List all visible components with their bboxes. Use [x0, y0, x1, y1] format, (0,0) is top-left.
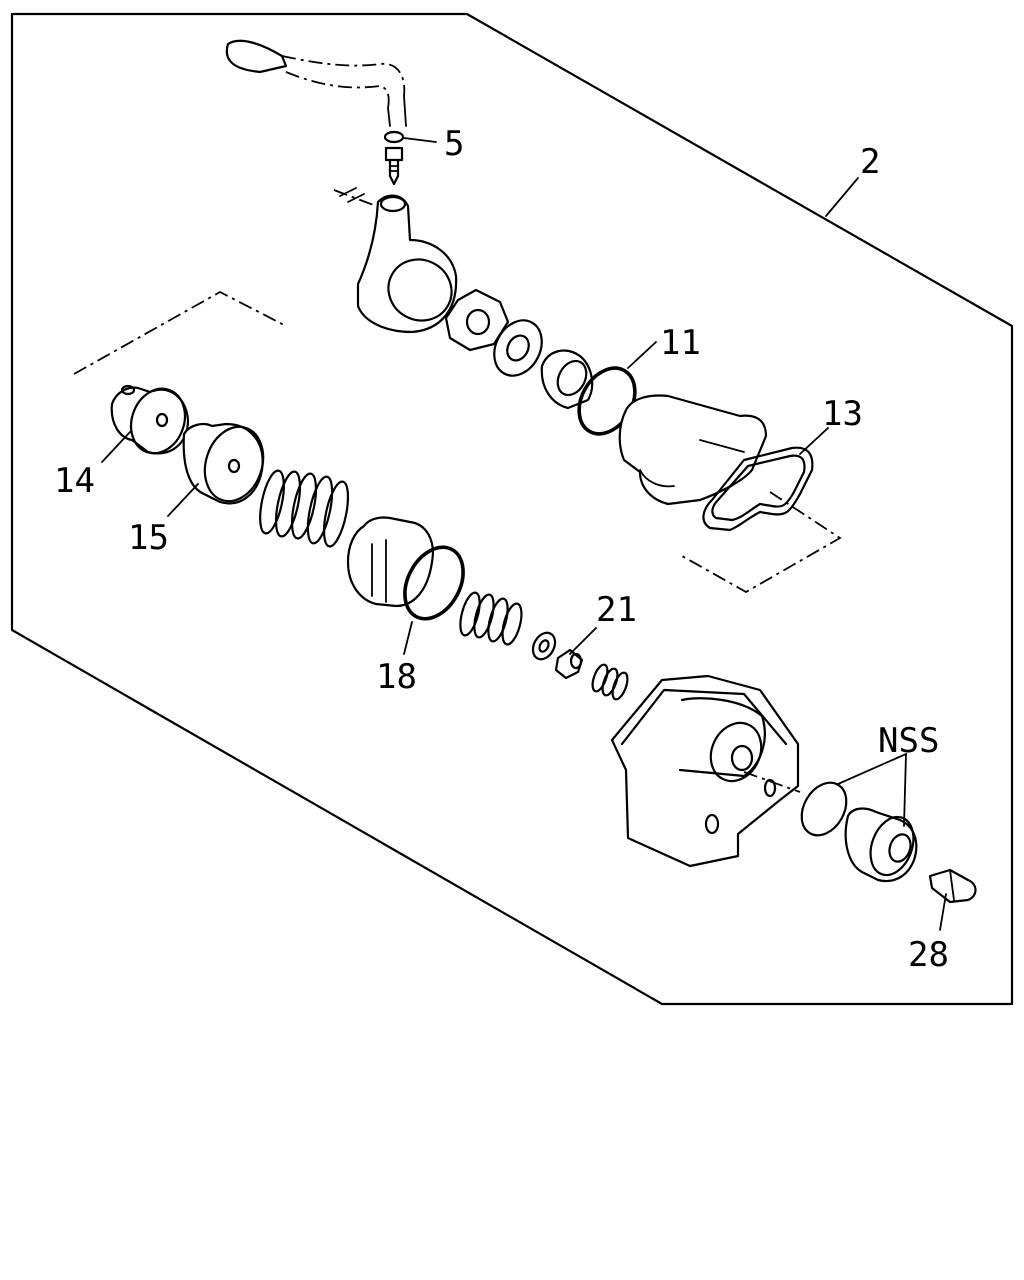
callout-15: 15	[128, 518, 169, 558]
large-spring	[259, 469, 350, 548]
inner-spring	[591, 663, 629, 701]
small-spring	[459, 591, 523, 646]
leader-21	[569, 627, 597, 655]
callout-13: 13	[822, 394, 863, 434]
leader-5	[403, 137, 437, 143]
callout-28: 28	[908, 935, 949, 975]
callout-18: 18	[376, 657, 417, 697]
flat-washer	[493, 319, 543, 377]
nss-plug	[844, 807, 918, 883]
callout-14: 14	[54, 461, 95, 501]
castle-nut	[444, 288, 510, 352]
part-28-cap	[928, 868, 977, 904]
valve-body	[610, 674, 801, 868]
callout-11: 11	[660, 323, 701, 363]
part-15-piston	[182, 422, 265, 505]
valve-sleeve	[346, 516, 434, 608]
callout-line-top-left	[73, 290, 287, 375]
leader-15	[167, 483, 199, 517]
small-washer	[531, 631, 557, 661]
part-5-washer	[383, 130, 405, 144]
lever-bolt	[384, 146, 404, 186]
callout-2: 2	[860, 142, 880, 182]
part-14-piston	[110, 384, 190, 455]
assembly-boundary	[10, 12, 1014, 1006]
leader-11	[627, 341, 657, 369]
part-21-pin	[554, 648, 584, 680]
callout-21: 21	[596, 590, 637, 630]
callout-5: 5	[444, 124, 464, 164]
leader-14	[101, 431, 131, 463]
part-13-gasket	[702, 446, 814, 532]
leader-13	[799, 427, 829, 455]
leader-18	[403, 621, 413, 655]
lever-housing	[333, 187, 458, 334]
part-18-o-ring	[403, 545, 465, 621]
leader-2	[825, 177, 859, 217]
bearing	[540, 349, 594, 410]
leader-28	[939, 893, 947, 931]
leader-nss	[837, 752, 907, 827]
seal-boot	[618, 394, 768, 506]
callout-nss: NSS	[878, 721, 939, 761]
shift-lever	[225, 39, 407, 127]
callout-line-bottom-right	[681, 491, 842, 594]
